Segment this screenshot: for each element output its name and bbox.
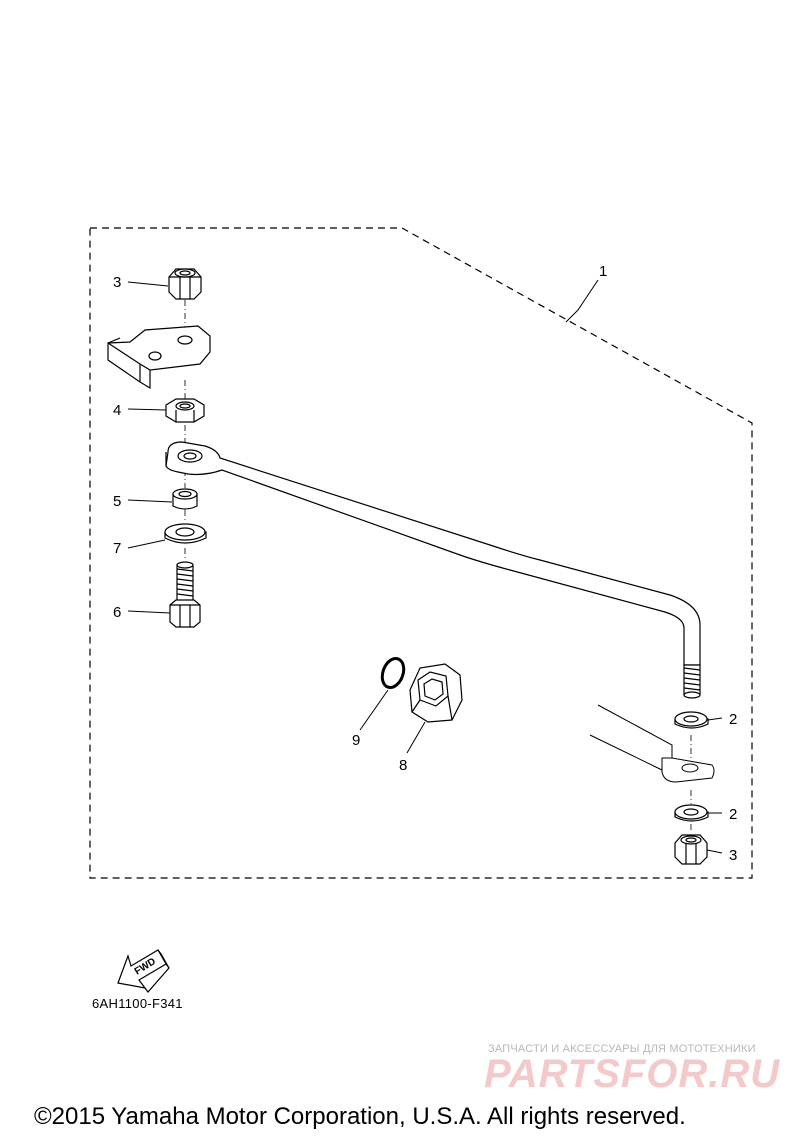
callout-6: 6 (113, 604, 121, 621)
o-ring (380, 656, 406, 690)
washer (164, 523, 207, 544)
bolt (169, 561, 201, 628)
diagram-code: 6AH1100-F341 (92, 996, 183, 1011)
assembly-boundary (89, 227, 753, 879)
watermark-brand: PARTSFOR.RU (484, 1052, 781, 1096)
callout-9: 9 (352, 732, 360, 749)
fwd-arrow-icon: FWD (117, 949, 170, 993)
washer-lower (674, 804, 709, 822)
axis-lines (184, 300, 692, 832)
callout-1: 1 (599, 263, 607, 280)
lock-nut-bottom (674, 834, 708, 865)
callout-3-bottom: 3 (729, 847, 737, 864)
callout-8: 8 (399, 757, 407, 774)
large-nut (409, 663, 463, 723)
washer-upper (674, 711, 709, 729)
callout-7: 7 (113, 540, 121, 557)
hex-nut (165, 398, 205, 423)
copyright-notice: ©2015 Yamaha Motor Corporation, U.S.A. A… (34, 1103, 686, 1130)
callout-4: 4 (113, 402, 121, 419)
callout-3-top: 3 (113, 274, 121, 291)
steering-arm (589, 704, 715, 783)
callout-5: 5 (113, 493, 121, 510)
lock-nut-top (168, 268, 202, 300)
leader-lines (127, 279, 723, 854)
bracket-plate (107, 325, 211, 390)
watermark-subtitle: ЗАПЧАСТИ И АКСЕССУАРЫ ДЛЯ МОТОТЕХНИКИ (488, 1043, 756, 1055)
collar (172, 488, 198, 510)
callout-2-upper: 2 (729, 711, 737, 728)
callout-2-lower: 2 (729, 806, 737, 823)
steering-link-rod (165, 441, 701, 699)
